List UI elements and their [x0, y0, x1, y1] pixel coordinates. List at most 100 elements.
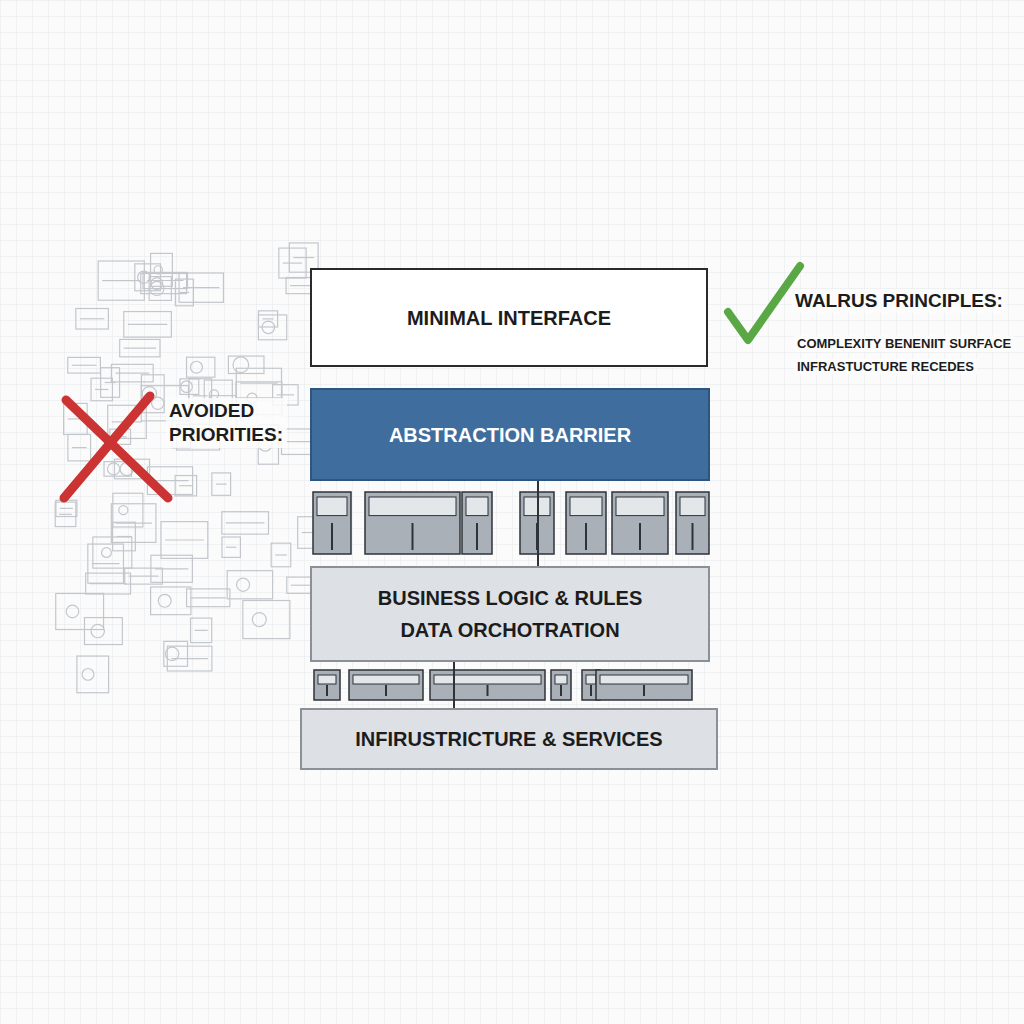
sketch-box [77, 656, 109, 693]
sketch-dial [82, 669, 94, 681]
component-row [314, 670, 692, 700]
sketch-slider [165, 539, 204, 540]
component-slider [385, 685, 387, 696]
sketch-dial [190, 361, 202, 373]
sketch-box [151, 587, 191, 615]
connector-line [537, 481, 539, 566]
sketch-slider [290, 285, 311, 286]
component-slider [590, 685, 592, 696]
sketch-slider [92, 563, 120, 564]
sketch-box [243, 601, 290, 639]
component-slider [585, 523, 587, 550]
red-cross [64, 396, 168, 498]
sketch-slider [72, 365, 97, 366]
component-slider [412, 523, 414, 550]
component-panel [586, 675, 596, 684]
sketch-slider [129, 576, 159, 577]
sketch-box [212, 473, 231, 495]
sketch-dial [233, 357, 249, 373]
sketch-slider [115, 373, 149, 374]
sketch-slider [183, 287, 219, 288]
sketch-box [88, 544, 124, 583]
sketch-cluster [55, 243, 325, 693]
sketch-slider [293, 257, 314, 258]
sketch-dial [158, 594, 171, 607]
component-panel [353, 675, 419, 684]
component-icon [365, 492, 460, 554]
component-icon [462, 492, 492, 554]
component-icon [566, 492, 606, 554]
principles-heading: WALRUS PRINCIPLES: [792, 289, 1006, 313]
sketch-box [279, 248, 306, 278]
component-icon [430, 670, 545, 700]
sketch-dial [252, 613, 266, 627]
sketch-box [113, 493, 143, 527]
sketch-slider [72, 447, 87, 448]
sketch-slider [171, 658, 208, 659]
sketch-box [111, 364, 153, 382]
sketch-slider [179, 292, 189, 293]
sketch-slider [193, 395, 208, 396]
sketch-dial [119, 506, 128, 515]
sketch-dial [91, 624, 104, 637]
sketch-box [187, 357, 215, 377]
sketch-slider [283, 262, 302, 263]
sketch-box [175, 279, 193, 306]
component-panel [466, 497, 488, 516]
component-slider [476, 523, 478, 550]
component-icon [551, 670, 571, 700]
sketch-slider [105, 382, 116, 383]
principle-note: COMPLEXITY BENENIIT SURFACE [794, 335, 1014, 352]
sketch-box [91, 378, 112, 401]
component-panel [680, 497, 705, 516]
component-panel [570, 497, 602, 516]
sketch-box [111, 504, 156, 543]
sketch-box [98, 261, 144, 300]
barrier-band: ABSTRACTION BARRIER [310, 388, 710, 481]
node-text: BUSINESS LOGIC & RULES [368, 582, 652, 614]
sketch-dial [102, 548, 112, 558]
sketch-box [55, 502, 76, 526]
component-icon [313, 492, 351, 554]
sketch-box [76, 309, 109, 330]
component-slider [487, 685, 489, 696]
component-panel [555, 675, 567, 684]
sketch-box [101, 368, 120, 398]
sketch-box [179, 273, 223, 302]
sketch-slider [155, 568, 188, 569]
sketch-slider [95, 389, 108, 390]
sketch-box [180, 379, 199, 395]
sketch-dial [66, 605, 79, 618]
sketch-slider [216, 484, 227, 485]
sketch-slider [151, 480, 188, 481]
sketch-box [56, 593, 104, 629]
sketch-slider [60, 508, 73, 509]
sketch-slider [226, 547, 236, 548]
sketch-slider [226, 522, 265, 523]
sketch-box [167, 646, 212, 671]
sketch-slider [179, 485, 192, 486]
sketch-slider [124, 348, 156, 349]
component-slider [639, 523, 641, 550]
component-slider [326, 685, 328, 696]
component-icon [314, 670, 340, 700]
sketch-slider [80, 318, 105, 319]
component-icon [676, 492, 709, 554]
sketch-box [222, 512, 269, 534]
sketch-dial [138, 271, 150, 283]
component-slider [692, 523, 694, 550]
sketch-box [187, 589, 230, 607]
sketch-slider [195, 630, 208, 631]
logic-box: BUSINESS LOGIC & RULESDATA ORCHOTRATION [310, 566, 710, 662]
sketch-box [258, 315, 286, 340]
sketch-box [191, 618, 212, 643]
sketch-box [271, 543, 291, 567]
sketch-box [124, 312, 172, 338]
component-slider [560, 685, 562, 696]
sketch-box [135, 264, 161, 291]
sketch-slider [128, 324, 168, 325]
